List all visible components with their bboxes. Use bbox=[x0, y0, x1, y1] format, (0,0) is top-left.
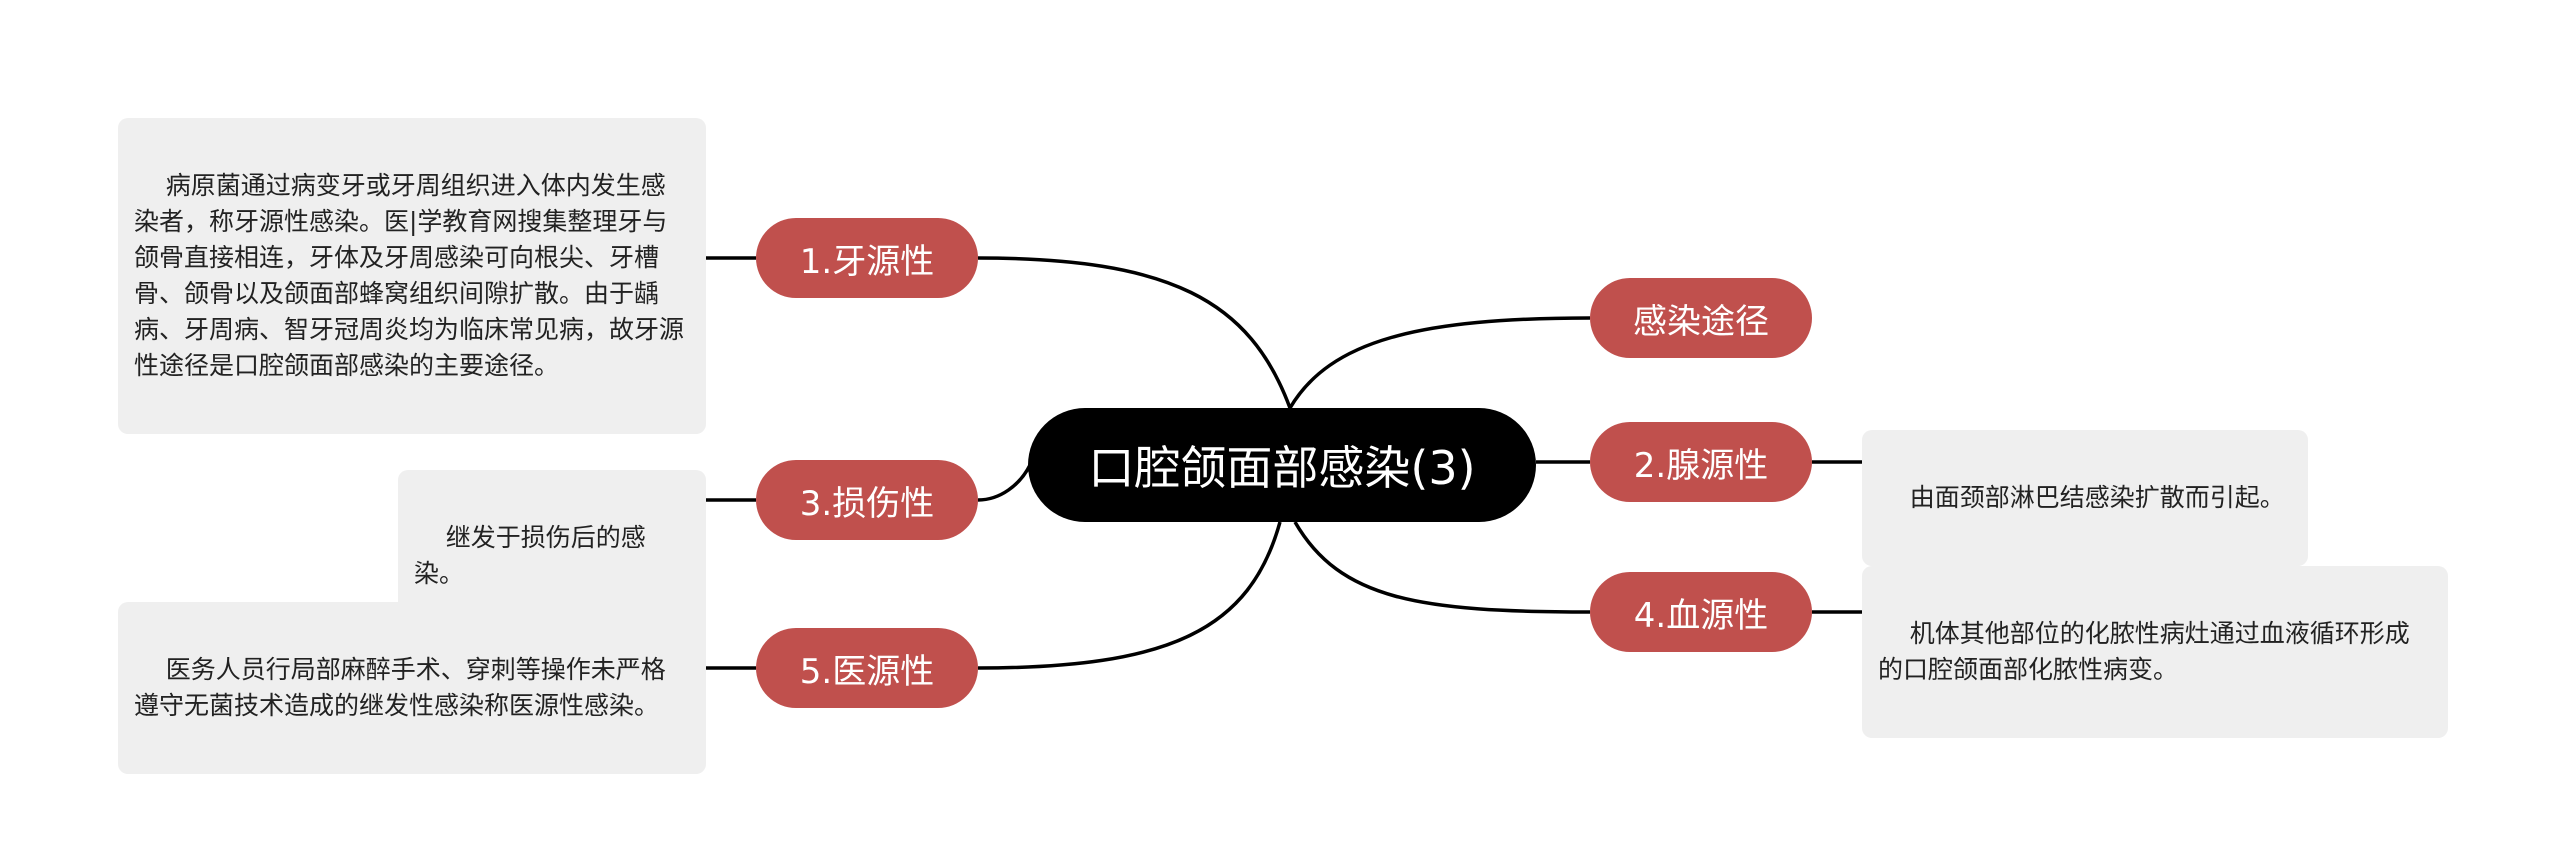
connector-center-route bbox=[1288, 316, 1591, 409]
branch-odontogenic-label: 1.牙源性 bbox=[799, 241, 935, 282]
branch-route[interactable]: 感染途径 bbox=[1590, 278, 1812, 358]
branch-odontogenic[interactable]: 1.牙源性 bbox=[756, 218, 978, 298]
branch-route-label: 感染途径 bbox=[1633, 301, 1769, 342]
branch-hematogenous[interactable]: 4.血源性 bbox=[1590, 572, 1812, 652]
leaf-iatrogenic-text: 医务人员行局部麻醉手术、穿刺等操作未严格遵守无菌技术造成的继发性感染称医源性感染… bbox=[134, 655, 666, 720]
branch-glandular[interactable]: 2.腺源性 bbox=[1590, 422, 1812, 502]
branch-iatrogenic-label: 5.医源性 bbox=[799, 651, 935, 692]
connector-center-iatrogenic bbox=[977, 521, 1282, 670]
connector-center-traumatic bbox=[977, 464, 1032, 502]
leaf-hematogenous[interactable]: 机体其他部位的化脓性病灶通过血液循环形成的口腔颌面部化脓性病变。 bbox=[1862, 566, 2448, 738]
leaf-glandular[interactable]: 由面颈部淋巴结感染扩散而引起。 bbox=[1862, 430, 2308, 566]
branch-traumatic-label: 3.损伤性 bbox=[799, 483, 935, 524]
leaf-hematogenous-text: 机体其他部位的化脓性病灶通过血液循环形成的口腔颌面部化脓性病变。 bbox=[1878, 619, 2410, 684]
connector-center-odontogenic bbox=[977, 256, 1292, 409]
branch-hematogenous-label: 4.血源性 bbox=[1633, 595, 1769, 636]
branch-traumatic[interactable]: 3.损伤性 bbox=[756, 460, 978, 540]
leaf-iatrogenic[interactable]: 医务人员行局部麻醉手术、穿刺等操作未严格遵守无菌技术造成的继发性感染称医源性感染… bbox=[118, 602, 706, 774]
leaf-odontogenic[interactable]: 病原菌通过病变牙或牙周组织进入体内发生感染者，称牙源性感染。医|学教育网搜集整理… bbox=[118, 118, 706, 434]
leaf-traumatic-text: 继发于损伤后的感染。 bbox=[414, 523, 646, 588]
leaf-glandular-text: 由面颈部淋巴结感染扩散而引起。 bbox=[1909, 483, 2285, 512]
central-topic[interactable]: 口腔颌面部感染(3) bbox=[1028, 408, 1536, 522]
leaf-odontogenic-text: 病原菌通过病变牙或牙周组织进入体内发生感染者，称牙源性感染。医|学教育网搜集整理… bbox=[134, 171, 685, 380]
connector-center-hematogenous bbox=[1293, 521, 1591, 614]
central-topic-label: 口腔颌面部感染(3) bbox=[1088, 441, 1476, 495]
branch-iatrogenic[interactable]: 5.医源性 bbox=[756, 628, 978, 708]
branch-glandular-label: 2.腺源性 bbox=[1633, 445, 1769, 486]
